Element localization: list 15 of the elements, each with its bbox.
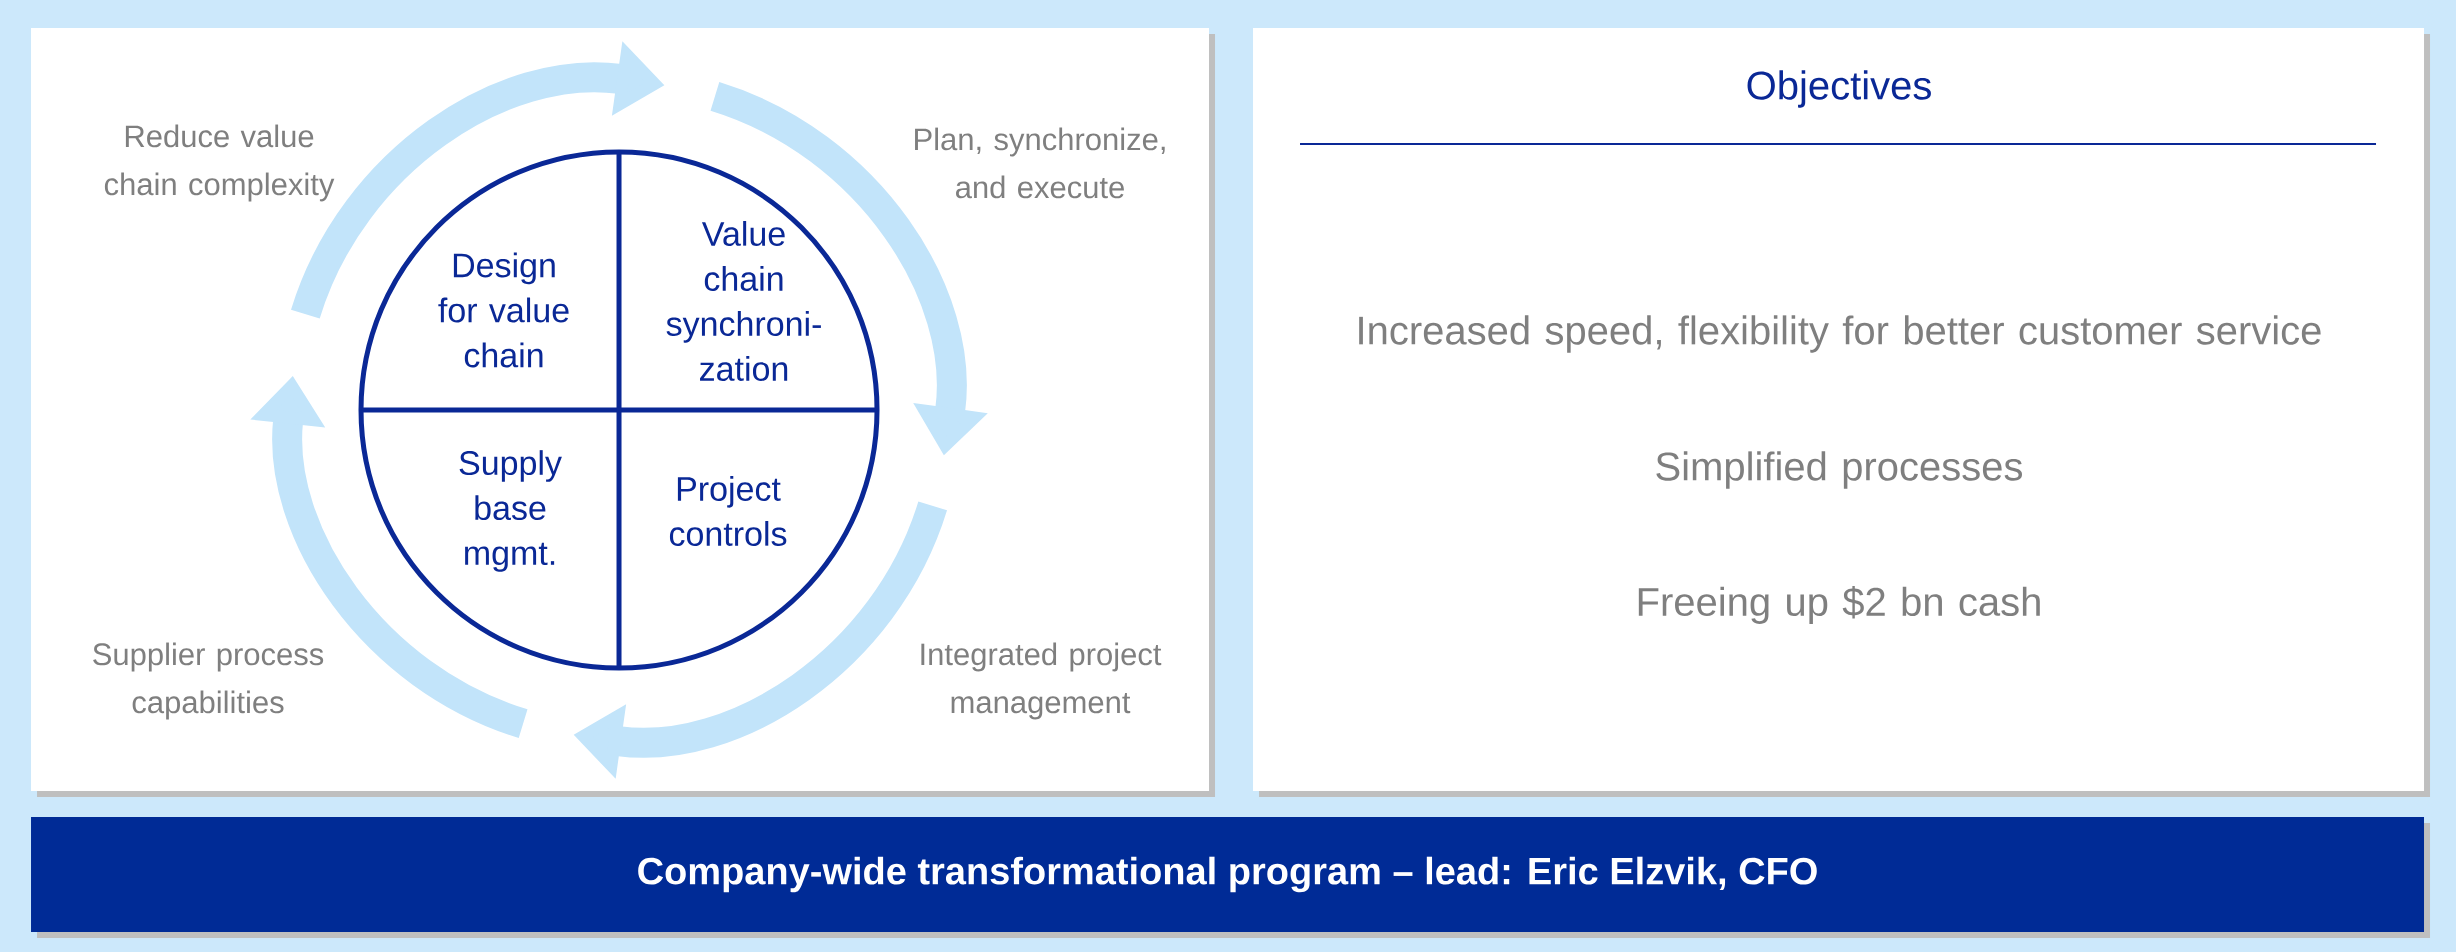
quadrant-label: Project controls [669, 476, 787, 546]
cycle-label: Integrated project management [921, 642, 1162, 720]
cycle-label: Plan, synchronize, and execute [915, 127, 1165, 199]
heading: Objectives [1747, 70, 1931, 108]
quadrant-label: Supply base mgmt. [459, 450, 562, 572]
objectives-panel [1253, 28, 2424, 791]
objective-text: Simplified processes [1656, 451, 2022, 489]
cycle-label: Reduce value chain complexity [104, 124, 335, 202]
quadrant-label: Value chain synchroni-zation [666, 221, 821, 381]
quadrant-label: Design for value chain [438, 252, 569, 368]
objective-text: Freeing up $2 bn cash [1638, 586, 2040, 624]
banner: Company-wide transformational program – lead: Eric Elzvik, CFO [31, 817, 2424, 932]
objective-text: Increased speed, flexibility for better customer service [1359, 315, 2321, 353]
quadrant-circle [358, 149, 880, 671]
cycle-label: Supplier process capabilities [93, 642, 324, 720]
